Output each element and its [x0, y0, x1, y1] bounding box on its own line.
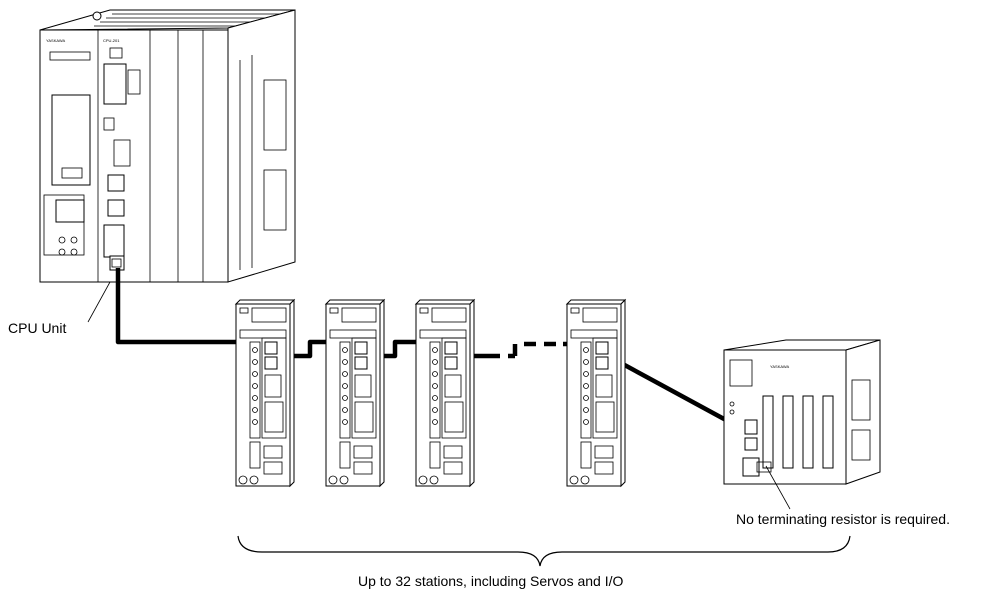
station-range-brace [237, 535, 851, 567]
cpu-unit-label: CPU Unit [8, 320, 66, 336]
terminator-leader-line [765, 465, 791, 510]
cpu-model-text: CPU-201 [103, 38, 120, 43]
io-unit-device: YASKAWA [723, 339, 881, 485]
servo-drive-1 [234, 298, 296, 488]
station-range-label: Up to 32 stations, including Servos and … [358, 573, 623, 589]
cpu-unit-device: YASKAWA CPU-201 [39, 9, 296, 283]
servo-drive-4 [565, 298, 627, 488]
terminator-note-label: No terminating resistor is required. [736, 511, 950, 527]
cpu-unit-leader-line [87, 281, 111, 323]
io-brand-text: YASKAWA [770, 364, 790, 369]
servo-drive-3 [414, 298, 476, 488]
brand-text: YASKAWA [46, 38, 66, 43]
servo-drive-2 [324, 298, 386, 488]
